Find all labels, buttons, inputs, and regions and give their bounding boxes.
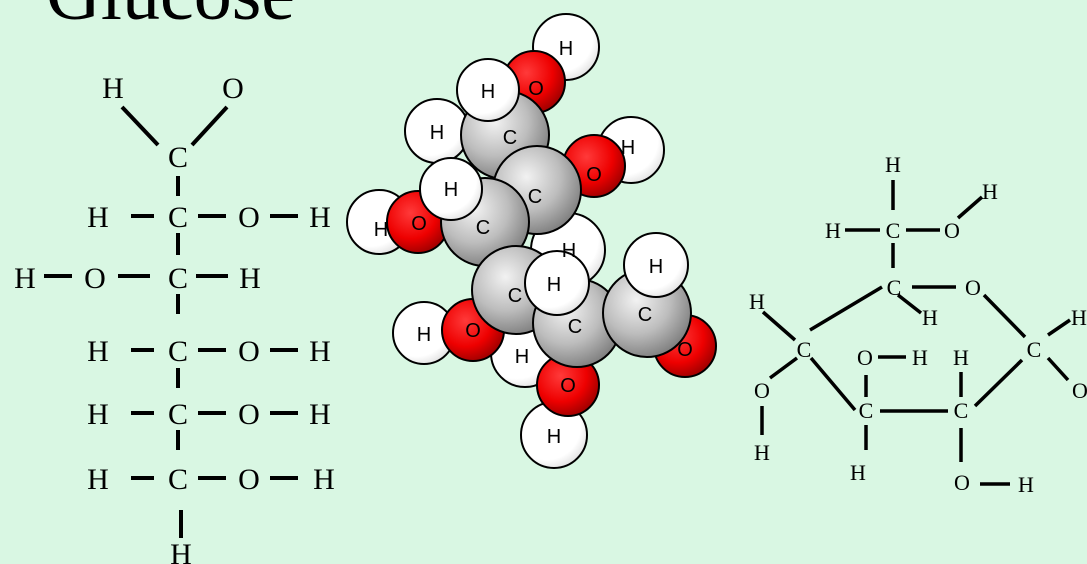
hydrogen-ball: [623, 232, 689, 298]
atom-hydrogen: H: [515, 346, 529, 368]
bond: [956, 195, 984, 220]
atom-carbon: C: [1027, 337, 1042, 362]
atom-carbon: C: [528, 186, 542, 208]
atom-carbon: C: [859, 398, 874, 423]
atom-hydrogen: H: [87, 398, 109, 431]
atom-hydrogen: H: [481, 81, 495, 103]
bond: [768, 356, 799, 380]
atom-hydrogen: H: [850, 460, 866, 485]
atom-oxygen: O: [84, 262, 106, 295]
atom-oxygen: O: [1072, 378, 1087, 403]
atom-hydrogen: H: [102, 72, 124, 105]
atom-oxygen: O: [560, 375, 576, 397]
atom-carbon: C: [568, 316, 582, 338]
atom-hydrogen: H: [170, 538, 192, 564]
atom-hydrogen: H: [754, 440, 770, 465]
space-filling-model: [346, 13, 717, 469]
atom-hydrogen: H: [1071, 305, 1087, 330]
bond: [809, 356, 857, 412]
fischer-projection: H O C H C O H H O C H H C O H H C O H H: [14, 72, 335, 564]
atom-oxygen: O: [465, 320, 481, 342]
hydrogen-ball: [456, 58, 520, 122]
atom-hydrogen: H: [444, 179, 458, 201]
bond: [809, 285, 883, 332]
atom-hydrogen: H: [885, 152, 901, 177]
atom-oxygen: O: [586, 164, 602, 186]
atom-hydrogen: H: [374, 219, 388, 241]
atom-carbon: C: [886, 218, 901, 243]
atom-hydrogen: H: [547, 426, 561, 448]
atom-carbon: C: [797, 337, 812, 362]
bond: [896, 293, 923, 315]
atom-carbon: C: [168, 201, 188, 234]
atom-oxygen: O: [238, 201, 260, 234]
atom-hydrogen: H: [313, 463, 335, 496]
bond: [761, 310, 797, 342]
bond: [973, 358, 1024, 408]
atom-hydrogen: H: [430, 122, 444, 144]
atom-hydrogen: H: [649, 256, 663, 278]
atom-hydrogen: H: [309, 201, 331, 234]
atom-carbon: C: [168, 335, 188, 368]
atom-oxygen: O: [238, 335, 260, 368]
atom-hydrogen: H: [87, 201, 109, 234]
atom-carbon: C: [168, 141, 188, 174]
atom-hydrogen: H: [922, 305, 938, 330]
hydrogen-ball: [419, 157, 483, 221]
bond: [1047, 318, 1071, 337]
atom-hydrogen: H: [87, 463, 109, 496]
bond: [120, 105, 160, 147]
atom-hydrogen: H: [982, 179, 998, 204]
atom-carbon: C: [476, 217, 490, 239]
hydrogen-ball: [524, 250, 590, 316]
atom-hydrogen: H: [825, 218, 841, 243]
bond: [1046, 356, 1070, 382]
atom-hydrogen: H: [547, 274, 561, 296]
atom-hydrogen: H: [309, 398, 331, 431]
atom-carbon: C: [887, 275, 902, 300]
atom-carbon: C: [168, 262, 188, 295]
bond: [190, 105, 229, 147]
bond: [982, 293, 1027, 339]
atom-hydrogen: H: [953, 345, 969, 370]
atom-hydrogen: H: [417, 324, 431, 346]
atom-carbon: C: [954, 398, 969, 423]
atom-hydrogen: H: [562, 240, 576, 262]
atom-oxygen: O: [528, 78, 544, 100]
atom-carbon: C: [168, 398, 188, 431]
atom-oxygen: O: [857, 345, 873, 370]
atom-hydrogen: H: [1018, 472, 1034, 497]
atom-oxygen: O: [954, 470, 970, 495]
atom-hydrogen: H: [14, 262, 36, 295]
atom-oxygen: O: [411, 213, 427, 235]
atom-oxygen: O: [677, 339, 693, 361]
atom-oxygen: O: [754, 378, 770, 403]
atom-hydrogen: H: [912, 345, 928, 370]
atom-hydrogen: H: [749, 289, 765, 314]
atom-carbon: C: [508, 285, 522, 307]
atom-hydrogen: H: [559, 38, 573, 60]
atom-carbon: C: [168, 463, 188, 496]
atom-oxygen: O: [238, 398, 260, 431]
atom-oxygen: O: [944, 218, 960, 243]
atom-carbon: C: [638, 304, 652, 326]
atom-hydrogen: H: [309, 335, 331, 368]
ring-structure: H H H C O C O H H H C O H H C O O C C H: [749, 152, 1087, 497]
space-filling-labels: H O H H C H O C H H O C H H C H C C H O …: [374, 38, 693, 448]
atom-oxygen: O: [222, 72, 244, 105]
page-title: Glucose: [46, 0, 295, 32]
atom-hydrogen: H: [87, 335, 109, 368]
atom-hydrogen: H: [239, 262, 261, 295]
atom-carbon: C: [503, 127, 517, 149]
atom-hydrogen: H: [621, 137, 635, 159]
atom-oxygen: O: [965, 275, 981, 300]
atom-oxygen: O: [238, 463, 260, 496]
